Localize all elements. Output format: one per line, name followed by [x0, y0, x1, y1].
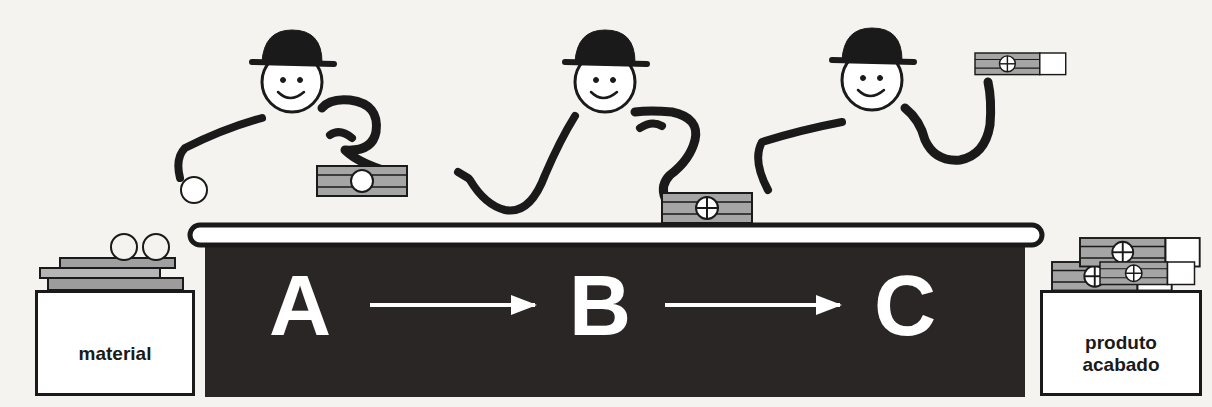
- finished-product-stack: [1052, 238, 1200, 291]
- node-text: produto acabado: [1051, 332, 1191, 376]
- workbench-body: [205, 240, 1025, 397]
- station-letter: A: [230, 258, 370, 352]
- worker-figure: [178, 30, 400, 178]
- node-text: C: [874, 260, 936, 350]
- node-text: A: [269, 260, 331, 350]
- part-stage-c: [975, 53, 1066, 75]
- worker-figure: [458, 30, 696, 211]
- material-bin: material: [35, 290, 195, 396]
- node-text: material: [79, 343, 152, 365]
- station-letter: B: [535, 258, 665, 352]
- part-stage-a: [317, 166, 407, 196]
- flow-arrow: [665, 303, 840, 307]
- raw-material-stack: [40, 234, 183, 290]
- station-letter: C: [840, 258, 970, 352]
- workbench-rail: [190, 225, 1042, 245]
- round-component: [181, 177, 207, 203]
- worker-figure: [758, 28, 991, 190]
- flow-arrow: [370, 303, 535, 307]
- part-stage-b: [662, 193, 752, 223]
- node-text: B: [569, 260, 631, 350]
- product-bin: produto acabado: [1040, 290, 1202, 396]
